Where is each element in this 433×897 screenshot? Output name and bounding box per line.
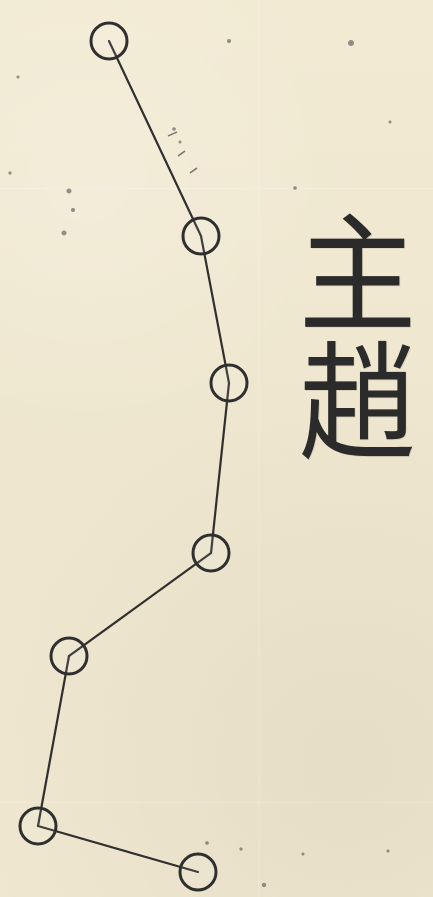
constellation-line-6 xyxy=(38,826,198,872)
constellation-line-5 xyxy=(38,656,69,826)
constellation-label: 主趙 xyxy=(288,208,415,464)
tick-marks xyxy=(168,132,197,173)
constellation-line-2 xyxy=(201,236,229,383)
star-7 xyxy=(180,854,216,890)
constellation-line-4 xyxy=(69,553,211,656)
star-6 xyxy=(20,808,56,844)
star-5 xyxy=(51,638,87,674)
star-1 xyxy=(91,23,127,59)
constellation-line-1 xyxy=(109,41,201,236)
star-4 xyxy=(193,535,229,571)
star-2 xyxy=(183,218,219,254)
constellation-line-3 xyxy=(211,383,229,553)
constellation-stars xyxy=(20,23,247,890)
constellation-lines xyxy=(38,41,229,872)
star-3 xyxy=(211,365,247,401)
